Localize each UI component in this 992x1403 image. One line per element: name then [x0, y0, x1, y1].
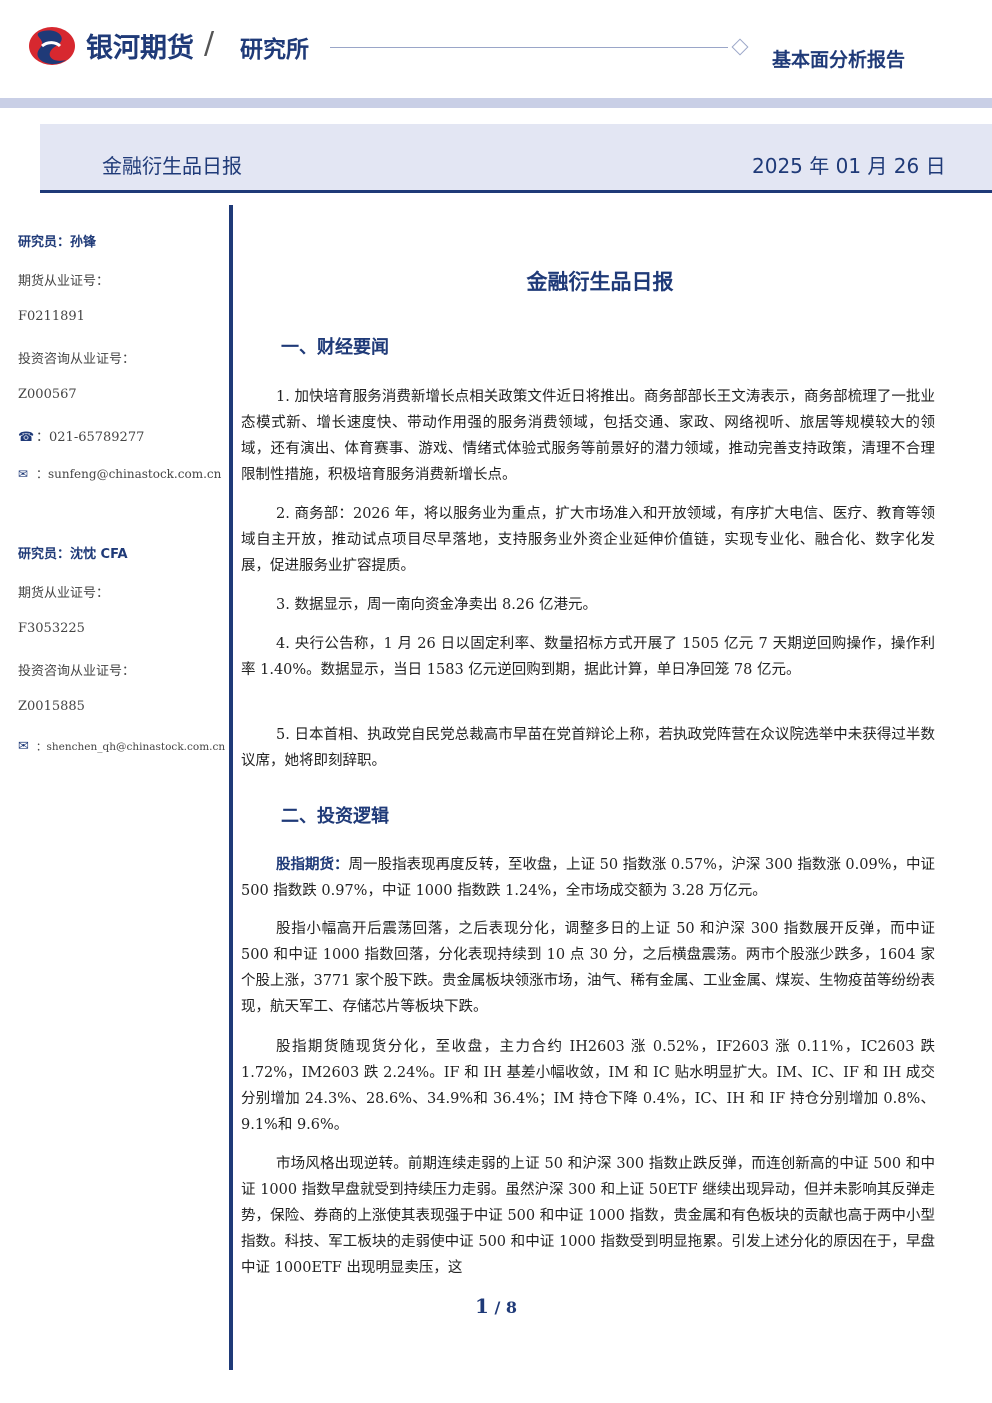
futures-license-id: F3053225: [18, 621, 85, 636]
page-current: 1: [474, 1294, 489, 1318]
futures-license-label: 期货从业证号：: [18, 586, 110, 601]
consult-license-label: 投资咨询从业证号：: [18, 352, 136, 367]
department-name: 研究所: [240, 37, 309, 63]
page-total: 8: [505, 1298, 518, 1317]
news-item: 4. 央行公告称，1 月 26 日以固定利率、数量招标方式开展了 1505 亿元…: [241, 636, 935, 678]
phone-icon: ☎: [18, 430, 35, 445]
lead-label: 股指期货：: [276, 857, 349, 873]
consult-license-id: Z000567: [18, 387, 77, 402]
analyst-email: ✉ ：sunfeng@chinastock.com.cn: [18, 465, 221, 482]
futures-license-id: F0211891: [18, 309, 85, 324]
phone-number: ：021-65789277: [36, 430, 145, 445]
brand-separator: /: [204, 26, 215, 61]
title-bar: [40, 124, 992, 190]
news-item: 5. 日本首相、执政党自民党总裁高市早苗在党首辩论上称，若执政党阵营在众议院选举…: [241, 727, 935, 769]
analysis-paragraph: 股指期货随现货分化，至收盘，主力合约 IH2603 涨 0.52%，IF2603…: [241, 1039, 935, 1133]
section-heading-logic: 二、投资逻辑: [281, 806, 389, 827]
report-title: 金融衍生品日报: [102, 154, 242, 178]
galaxy-logo-icon: [29, 27, 75, 65]
stock-index-summary: 股指期货：周一股指表现再度反转，至收盘，上证 50 指数涨 0.57%，沪深 3…: [241, 852, 935, 904]
news-item: 1. 加快培育服务消费新增长点相关政策文件近日将推出。商务部部长王文涛表示，商务…: [241, 389, 935, 483]
news-item: 2. 商务部：2026 年，将以服务业为重点，扩大市场准入和开放领域，有序扩大电…: [241, 506, 935, 574]
email-address[interactable]: ：shenchen_qh@chinastock.com.cn: [36, 741, 226, 753]
envelope-icon: ✉: [18, 467, 29, 481]
brand-name: 银河期货: [86, 33, 194, 64]
envelope-icon: ✉: [18, 739, 29, 754]
analyst-name: 研究员：孙锋: [18, 235, 97, 250]
futures-license-label: 期货从业证号：: [18, 274, 110, 289]
sidebar-divider: [229, 205, 233, 1370]
page-number: 1 / 8: [0, 1294, 992, 1318]
lead-text: 周一股指表现再度反转，至收盘，上证 50 指数涨 0.57%，沪深 300 指数…: [241, 857, 936, 899]
document-title: 金融衍生品日报: [526, 270, 674, 294]
diamond-icon: [731, 38, 749, 56]
title-bar-rule: [40, 190, 992, 193]
page-separator: /: [494, 1298, 501, 1317]
header-rule: [330, 47, 728, 48]
report-date: 2025 年 01 月 26 日: [752, 154, 946, 178]
analyst-phone: ☎：021-65789277: [18, 426, 144, 445]
header-band: [0, 98, 992, 108]
email-address[interactable]: ：sunfeng@chinastock.com.cn: [36, 467, 222, 481]
consult-license-id: Z0015885: [18, 699, 85, 714]
consult-license-label: 投资咨询从业证号：: [18, 664, 136, 679]
analysis-paragraph: 市场风格出现逆转。前期连续走弱的上证 50 和沪深 300 指数止跌反弹，而连创…: [241, 1156, 935, 1276]
report-type: 基本面分析报告: [772, 49, 906, 71]
section-heading-news: 一、财经要闻: [281, 337, 389, 358]
analyst-name: 研究员：沈忱 CFA: [18, 547, 128, 562]
news-item: 3. 数据显示，周一南向资金净卖出 8.26 亿港元。: [276, 597, 597, 613]
analyst-email: ✉ ：shenchen_qh@chinastock.com.cn: [18, 739, 225, 754]
analysis-paragraph: 股指小幅高开后震荡回落，之后表现分化，调整多日的上证 50 和沪深 300 指数…: [241, 921, 936, 1015]
